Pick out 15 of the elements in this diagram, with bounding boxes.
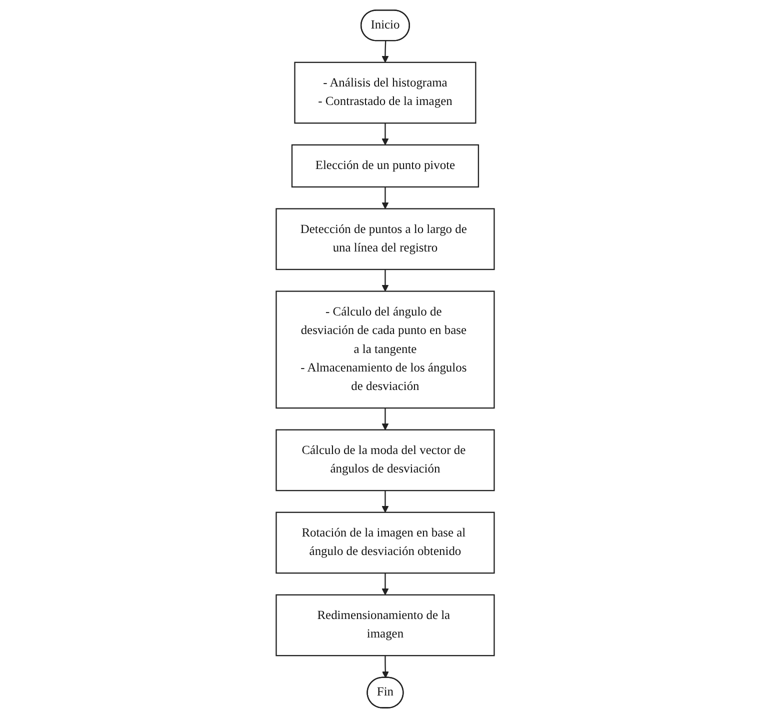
arrow xyxy=(382,123,389,146)
arrow xyxy=(382,490,389,513)
arrow xyxy=(382,408,389,430)
arrow xyxy=(382,573,389,596)
arrow xyxy=(382,40,389,63)
node-box: - Análisis del histograma - Contrastado de la imagen xyxy=(294,62,477,124)
node-box: Redimensionamiento de la imagen xyxy=(276,594,496,656)
node-box: Rotación de la imagen en base al ángulo de desviación obtenido xyxy=(276,512,496,574)
arrow xyxy=(382,656,390,678)
arrow xyxy=(382,269,389,292)
node-box: Cálculo de la moda del vector de ángulos de desviación xyxy=(276,429,496,492)
arrow xyxy=(382,186,389,210)
node-box: Elección de un punto pivote xyxy=(292,144,480,188)
node-box: - Cálculo del ángulo de desviación de cada punto en base a la tangente - Almacenamiento de los ángulos de desviación xyxy=(276,290,496,409)
node-box: Detección de puntos a lo largo de una línea del registro xyxy=(276,208,496,270)
